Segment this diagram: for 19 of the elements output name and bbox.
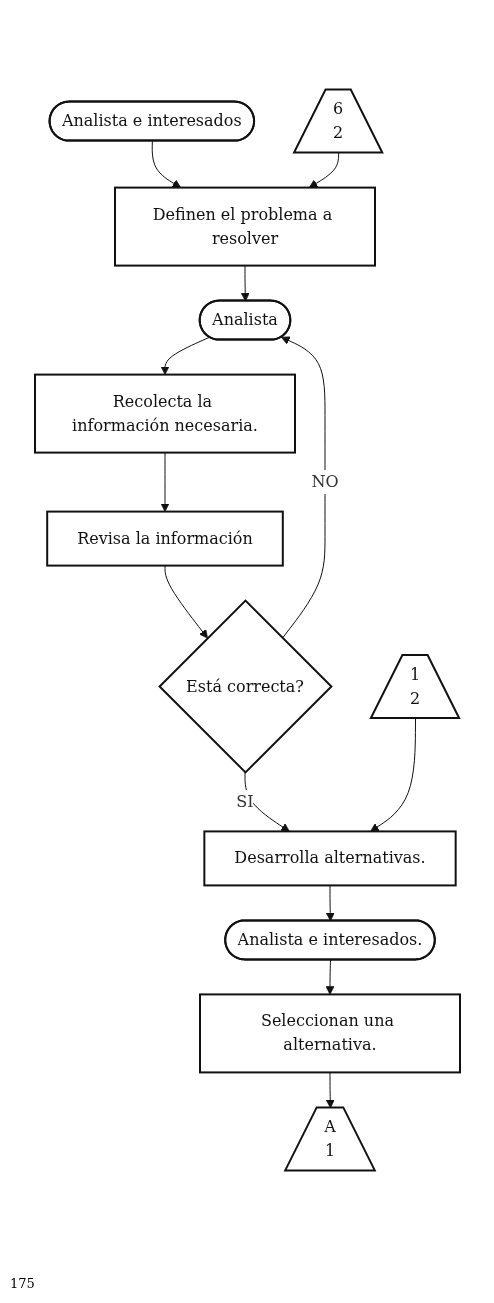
arrow (280, 336, 325, 639)
node-box: Revisa la información (45, 510, 284, 567)
edge-label: SI (235, 791, 254, 811)
arrow (325, 884, 335, 922)
arrow (164, 565, 208, 639)
edge-label: NO (310, 472, 339, 492)
arrow (325, 959, 334, 995)
node-box: Recolecta la información necesaria. (33, 373, 296, 454)
node-box: Seleccionan una alternativa. (198, 993, 461, 1074)
arrow (308, 152, 339, 188)
node-box: Definen el problema a resolver (113, 186, 376, 267)
arrow (151, 140, 181, 188)
arrow (160, 452, 169, 512)
node-box: Desarrolla alternativas. (202, 830, 457, 887)
arrow (160, 336, 210, 375)
arrow (240, 265, 250, 302)
node-diamond: Está correcta? (157, 599, 333, 774)
page-number: 175 (10, 1276, 35, 1291)
arrow (369, 718, 416, 832)
